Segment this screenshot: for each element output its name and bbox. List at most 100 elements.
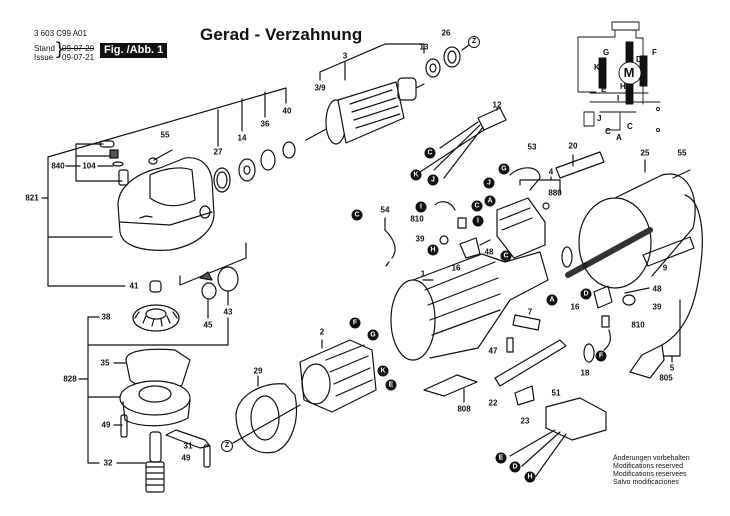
switch-4 bbox=[496, 167, 550, 259]
part-label: 840 bbox=[51, 161, 65, 171]
ref-marker-a: A bbox=[484, 195, 496, 207]
part-label: 9 bbox=[662, 263, 668, 273]
ref-marker-k: K bbox=[410, 169, 422, 181]
ref-marker-g: G bbox=[498, 163, 510, 175]
part-label: 35 bbox=[100, 358, 110, 368]
ref-marker-c: C bbox=[471, 200, 483, 212]
pinion-group bbox=[179, 242, 247, 319]
part-label: 828 bbox=[63, 374, 77, 384]
part-label: 39 bbox=[652, 302, 662, 312]
motor-housing-1 bbox=[390, 251, 549, 361]
ref-marker-c: C bbox=[351, 209, 363, 221]
part-label: 810 bbox=[410, 214, 424, 224]
issue-date: 09-07-21 bbox=[62, 53, 95, 62]
part-label: 808 bbox=[457, 404, 471, 414]
brush-holder-16 bbox=[434, 201, 491, 259]
suppressor-12 bbox=[419, 107, 507, 179]
part-code: 3 603 C99 A01 bbox=[34, 29, 87, 38]
part-label: 3 bbox=[342, 51, 348, 61]
ref-marker-e: E bbox=[385, 379, 397, 391]
part-label: 54 bbox=[380, 205, 390, 215]
part-label: 36 bbox=[260, 119, 270, 129]
note-de: Änderungen vorbehalten bbox=[613, 455, 690, 462]
armature bbox=[305, 77, 425, 145]
ref-marker-j: J bbox=[427, 174, 439, 186]
bracket-3 bbox=[319, 43, 425, 81]
part-label: 38 bbox=[101, 312, 111, 322]
part-label: 40 bbox=[282, 106, 292, 116]
part-label: 25 bbox=[640, 148, 650, 158]
part-label: 2 bbox=[319, 327, 325, 337]
part-label: 51 bbox=[551, 388, 561, 398]
ref-marker-d: D bbox=[509, 461, 521, 473]
part-label: 55 bbox=[677, 148, 687, 158]
part-label: 39 bbox=[415, 234, 425, 244]
schematic-terminal-f: F bbox=[652, 48, 657, 57]
part-label: 22 bbox=[488, 398, 498, 408]
bearings-13-26 bbox=[425, 44, 470, 78]
part-label: 14 bbox=[237, 133, 247, 143]
screw-55 bbox=[148, 149, 173, 165]
stand-label: Stand bbox=[34, 44, 55, 53]
ref-marker-i: I bbox=[472, 215, 484, 227]
part-label: 20 bbox=[568, 141, 578, 151]
part-label: 48 bbox=[652, 284, 662, 294]
part-label: 53 bbox=[527, 142, 537, 152]
note-es: Salvo modificaciones bbox=[613, 479, 679, 486]
part-label: 47 bbox=[488, 346, 498, 356]
spindle-32 bbox=[120, 414, 211, 493]
part-label: 18 bbox=[580, 368, 590, 378]
part-label: 49 bbox=[181, 453, 191, 463]
schematic-terminal-c2: C bbox=[605, 127, 611, 136]
ref-marker-f: F bbox=[595, 350, 607, 362]
part-label: 26 bbox=[441, 28, 451, 38]
part-label: 16 bbox=[451, 263, 461, 273]
bracket-828 bbox=[78, 316, 229, 464]
part-label: 5 bbox=[669, 363, 675, 373]
ref-marker-h: H bbox=[427, 244, 439, 256]
schematic-terminal-j: J bbox=[597, 114, 601, 123]
fan-baffle-29 bbox=[232, 375, 301, 454]
bearing-flange-35 bbox=[119, 348, 191, 427]
part-label: 55 bbox=[160, 130, 170, 140]
stand-issue-labels: Stand Issue bbox=[34, 44, 55, 62]
bracket-4 bbox=[519, 176, 561, 194]
schematic-terminal-i: I bbox=[617, 94, 619, 103]
electronics-51 bbox=[509, 397, 607, 477]
part-label: 23 bbox=[520, 416, 530, 426]
part-label: 104 bbox=[82, 161, 96, 171]
schematic-terminal-g: G bbox=[603, 48, 609, 57]
stand-date: 09-07-20 bbox=[62, 44, 95, 53]
ref-marker-k: K bbox=[377, 365, 389, 377]
revision-dates: 09-07-20 09-07-21 bbox=[62, 44, 94, 62]
part-label: 45 bbox=[203, 320, 213, 330]
power-cord bbox=[629, 169, 703, 379]
part-label: 41 bbox=[129, 281, 139, 291]
pole-housing-25 bbox=[561, 159, 696, 289]
part-label: 13 bbox=[419, 42, 429, 52]
ref-marker-a: A bbox=[546, 294, 558, 306]
figure-badge: Fig. /Abb. 1 bbox=[100, 43, 168, 58]
part-label: 43 bbox=[223, 307, 233, 317]
bearings bbox=[213, 141, 296, 193]
part-label: 3/9 bbox=[314, 83, 326, 93]
schematic-motor-label: M bbox=[624, 65, 635, 80]
part-label: 7 bbox=[527, 307, 533, 317]
part-label: 880 bbox=[548, 188, 562, 198]
ref-marker-e: E bbox=[495, 452, 507, 464]
ref-marker-d: D bbox=[580, 288, 592, 300]
ref-marker-j: J bbox=[483, 177, 495, 189]
ref-marker-z: Z bbox=[221, 440, 233, 452]
issue-label: Issue bbox=[34, 53, 54, 62]
bracket-840 bbox=[65, 143, 123, 182]
ref-marker-c: C bbox=[500, 250, 512, 262]
schematic-terminal-e: E bbox=[601, 85, 607, 94]
part-label: 821 bbox=[25, 193, 39, 203]
ref-marker-i: I bbox=[415, 201, 427, 213]
label-plates bbox=[555, 151, 695, 267]
modification-notes: Änderungen vorbehalten Modifications res… bbox=[613, 455, 690, 487]
gear-housing bbox=[117, 157, 215, 251]
part-label: 48 bbox=[484, 247, 494, 257]
